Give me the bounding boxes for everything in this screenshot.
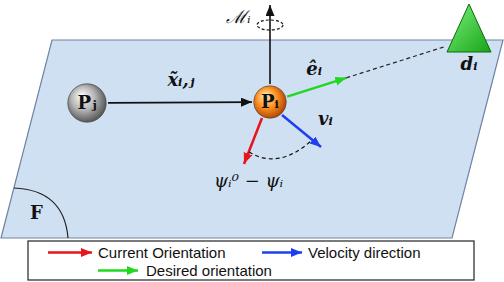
node-label: Pⱼ	[77, 92, 96, 114]
edge-label: êᵢ	[306, 58, 322, 80]
frame-arc	[14, 188, 68, 238]
orientation-arrow	[244, 118, 262, 164]
agent-sphere: Pᵢ	[253, 85, 287, 119]
triangle-shape	[446, 3, 492, 53]
agent-sphere: Pⱼ	[67, 83, 107, 123]
sphere-outline	[68, 84, 106, 122]
velocity-label: vᵢ	[318, 108, 333, 130]
legend-box	[28, 241, 474, 280]
angle-label: ψᵢ⁰ − ψᵢ	[214, 170, 283, 192]
edge-connector	[287, 47, 445, 97]
legend-sample	[262, 251, 302, 254]
edge-line	[108, 101, 252, 103]
legend-entry: Current Orientation	[98, 244, 226, 261]
plane	[1, 40, 503, 238]
node-label: dᵢ	[461, 53, 478, 75]
triangle-outline	[447, 4, 491, 52]
sphere-outline	[254, 86, 287, 119]
legend-entry: Desired orientation	[146, 262, 272, 279]
node-label: Pᵢ	[261, 91, 279, 113]
dashed-line	[346, 47, 445, 78]
rotation-ellipse	[257, 20, 283, 30]
legend-entry: Velocity direction	[308, 244, 421, 261]
legend-text: Velocity direction	[308, 244, 421, 261]
edge-connector	[108, 102, 252, 104]
rotation-label: ℳᵢ	[226, 6, 251, 28]
angle-arc	[249, 141, 311, 159]
goal-triangle: dᵢ	[446, 3, 492, 75]
frame-label: F	[30, 202, 43, 224]
legend-text: Desired orientation	[146, 262, 272, 279]
velocity-arrow	[282, 115, 321, 147]
legend-text: Current Orientation	[98, 244, 226, 261]
edge-label: x̃ᵢ,ⱼ	[167, 69, 194, 91]
legend-sample	[48, 251, 92, 254]
rotation-axis	[269, 5, 271, 84]
legend-sample	[98, 269, 138, 272]
orientation-arrow	[287, 78, 346, 97]
